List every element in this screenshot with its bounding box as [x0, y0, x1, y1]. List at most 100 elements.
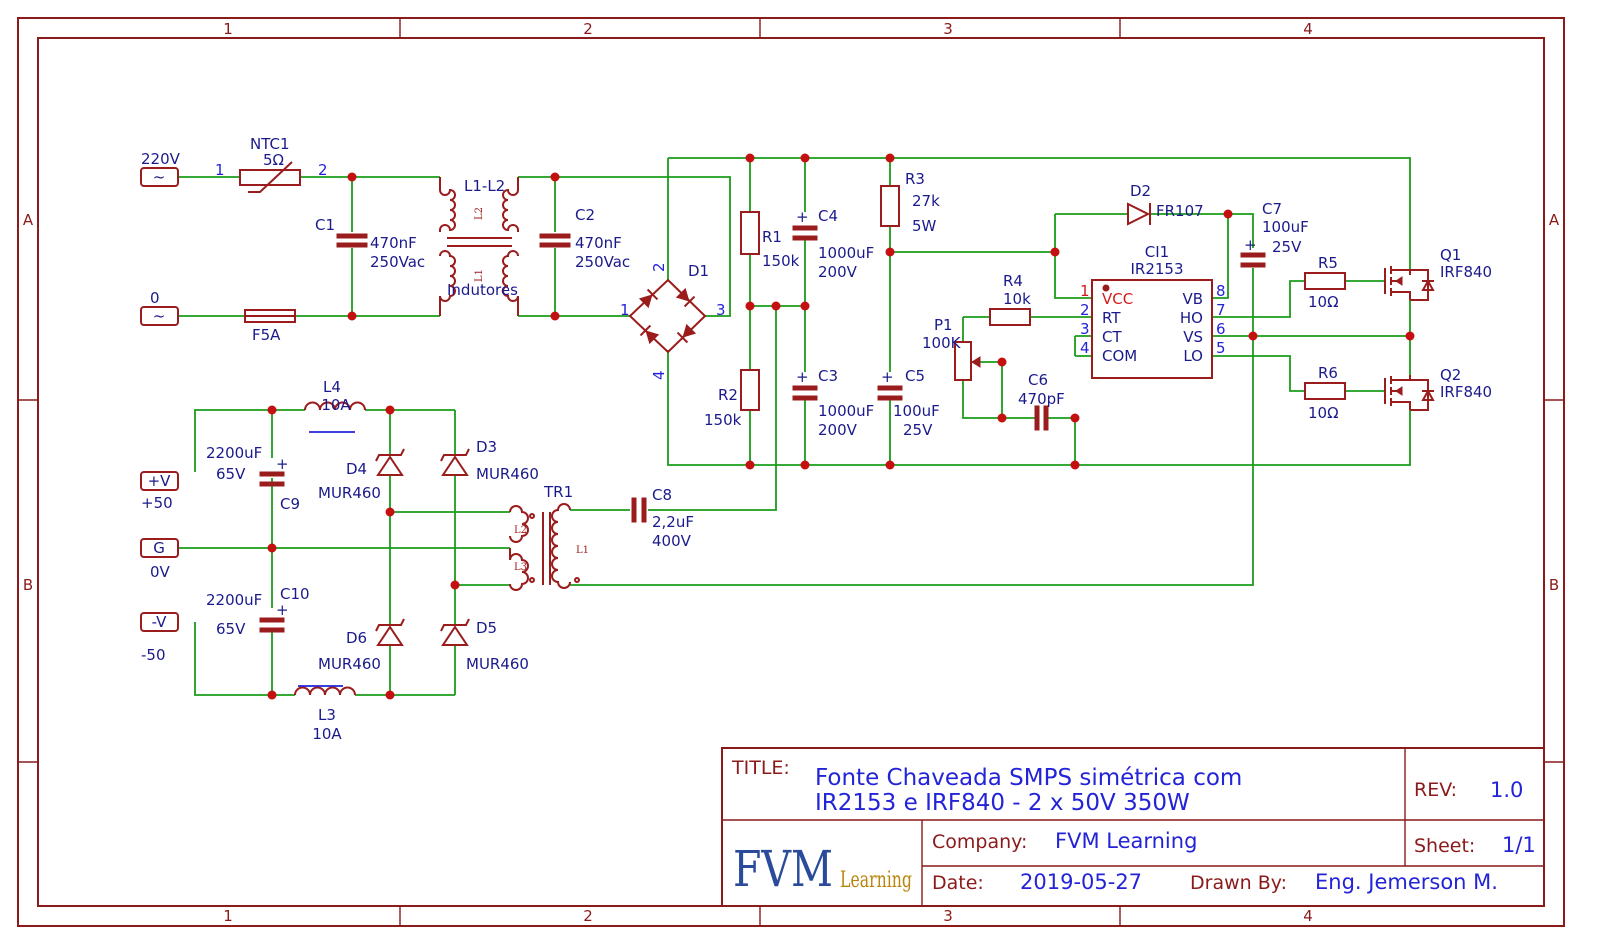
date-value: 2019-05-27: [1020, 870, 1142, 894]
l3-name: L3: [318, 706, 336, 724]
ci1-name: CI1: [1145, 243, 1169, 261]
c6-value: 470pF: [1018, 390, 1065, 408]
l1l2-choke: L2 L1 L1-L2 Indutores: [439, 177, 519, 316]
q1-value: IRF840: [1440, 263, 1492, 281]
port-pos-out-label: +50: [141, 494, 173, 512]
p1-potentiometer: P1 100K: [922, 316, 981, 381]
ci1-value: IR2153: [1130, 260, 1183, 278]
d3-value: MUR460: [476, 465, 539, 483]
frame-col-2-bottom: 2: [583, 907, 593, 925]
q1-mosfet: Q1 IRF840: [1384, 246, 1492, 301]
wires: [178, 157, 1411, 696]
title-block: TITLE: Fonte Chaveada SMPS simétrica com…: [721, 747, 1545, 907]
c8-name: C8: [652, 486, 672, 504]
d6-diode: D6 MUR460: [318, 618, 405, 673]
c8-capacitor: C8 2,2uF 400V: [631, 486, 694, 550]
c2-name: C2: [575, 206, 595, 224]
r3-value: 27k: [912, 192, 940, 210]
sheet-label: Sheet:: [1414, 835, 1475, 857]
d3-name: D3: [476, 438, 497, 456]
r3-name: R3: [905, 170, 925, 188]
l1l2-coil-b: L1: [474, 269, 485, 282]
port-gnd-out: G 0V: [140, 538, 179, 581]
ci1-pin-7-num: 7: [1216, 301, 1226, 319]
c5-value: 100uF: [893, 402, 940, 420]
l1l2-value: Indutores: [447, 281, 518, 299]
ci1-pin-1-num: 1: [1080, 282, 1090, 300]
c1-value: 470nF: [370, 234, 417, 252]
r2-resistor: R2 150k: [704, 369, 760, 429]
c4-capacitor: + C4 1000uF 200V: [792, 207, 874, 281]
d1-bridge-rectifier: D1 1 2 3 4: [620, 262, 726, 380]
company-label: Company:: [932, 831, 1027, 853]
c10-name: C10: [280, 585, 310, 603]
ci1-pin-5-num: 5: [1216, 339, 1226, 357]
p1-value: 100K: [922, 334, 962, 352]
c9-rating: 65V: [216, 465, 246, 483]
c7-plus-sign: +: [1244, 236, 1257, 254]
ntc1-pin2: 2: [318, 161, 328, 179]
c3-value: 1000uF: [818, 402, 874, 420]
d4-diode: D4 MUR460: [318, 448, 405, 502]
c3-plus-sign: +: [796, 368, 809, 386]
d1-pin1: 1: [620, 301, 630, 319]
port-neg-out: -V -50: [140, 612, 179, 664]
d5-value: MUR460: [466, 655, 529, 673]
q2-name: Q2: [1440, 366, 1461, 384]
c2-rating: 250Vac: [575, 253, 630, 271]
c7-capacitor: + C7 100uF 25V: [1240, 200, 1309, 268]
d6-value: MUR460: [318, 655, 381, 673]
frame-col-3-bottom: 3: [943, 907, 953, 925]
d2-diode: D2 FR107: [1127, 182, 1204, 226]
l3-value: 10A: [312, 725, 342, 743]
port-pos-out-symbol: +V: [148, 472, 172, 490]
logo-sub: Learning: [840, 868, 912, 893]
l4-inductor: L4 10A: [304, 378, 366, 433]
c4-plus-sign: +: [796, 208, 809, 226]
r6-name: R6: [1318, 364, 1338, 382]
c9-name: C9: [280, 495, 300, 513]
l3-inductor: L3 10A: [294, 685, 356, 743]
r1-resistor: R1 150k: [740, 211, 800, 270]
port-gnd-out-symbol: G: [153, 539, 165, 557]
port-neg-out-label: -50: [141, 646, 166, 664]
ci1-pin-3-num: 3: [1080, 320, 1090, 338]
r6-value: 10Ω: [1308, 404, 1339, 422]
c8-value: 2,2uF: [652, 513, 694, 531]
l1l2-coil-a: L2: [474, 207, 485, 220]
c3-capacitor: + C3 1000uF 200V: [792, 367, 874, 439]
frame-col-1-bottom: 1: [223, 907, 233, 925]
tr1-coil-b: L3: [514, 562, 527, 573]
c7-value: 100uF: [1262, 218, 1309, 236]
ci1-pin-vs-label: VS: [1183, 328, 1203, 346]
c10-plus-sign: +: [276, 601, 289, 619]
d1-pin4: 4: [650, 370, 668, 380]
d5-diode: D5 MUR460: [440, 618, 529, 673]
p1-name: P1: [934, 316, 953, 334]
ci1-pin-lo-label: LO: [1183, 347, 1203, 365]
frame-col-4-bottom: 4: [1303, 907, 1313, 925]
r1-value: 150k: [762, 252, 800, 270]
port-ac-neutral: ~ 0: [140, 289, 179, 326]
c10-rating: 65V: [216, 620, 246, 638]
d4-value: MUR460: [318, 484, 381, 502]
port-ac-neutral-symbol: ~: [153, 307, 166, 325]
drawn-by-label: Drawn By:: [1190, 872, 1287, 894]
fvm-logo: FVM Learning: [733, 840, 912, 898]
sheet-value: 1/1: [1502, 833, 1536, 857]
ci1-pin-ct-label: CT: [1102, 328, 1122, 346]
title-line2: IR2153 e IRF840 - 2 x 50V 350W: [815, 790, 1190, 816]
r5-resistor: R5 10Ω: [1304, 254, 1346, 311]
ci1-pin-6-num: 6: [1216, 320, 1226, 338]
junction-dots: [267, 153, 1415, 700]
l1l2-name: L1-L2: [464, 177, 505, 195]
c10-capacitor: + 2200uF C10 65V: [206, 585, 310, 638]
c7-name: C7: [1262, 200, 1282, 218]
logo-main: FVM: [733, 840, 833, 898]
q1-name: Q1: [1440, 246, 1461, 264]
port-neg-out-symbol: -V: [152, 613, 168, 631]
d1-pin2: 2: [650, 262, 668, 272]
port-ac-line: ~ 220V 1: [140, 150, 225, 187]
title-line1: Fonte Chaveada SMPS simétrica com: [815, 765, 1242, 791]
